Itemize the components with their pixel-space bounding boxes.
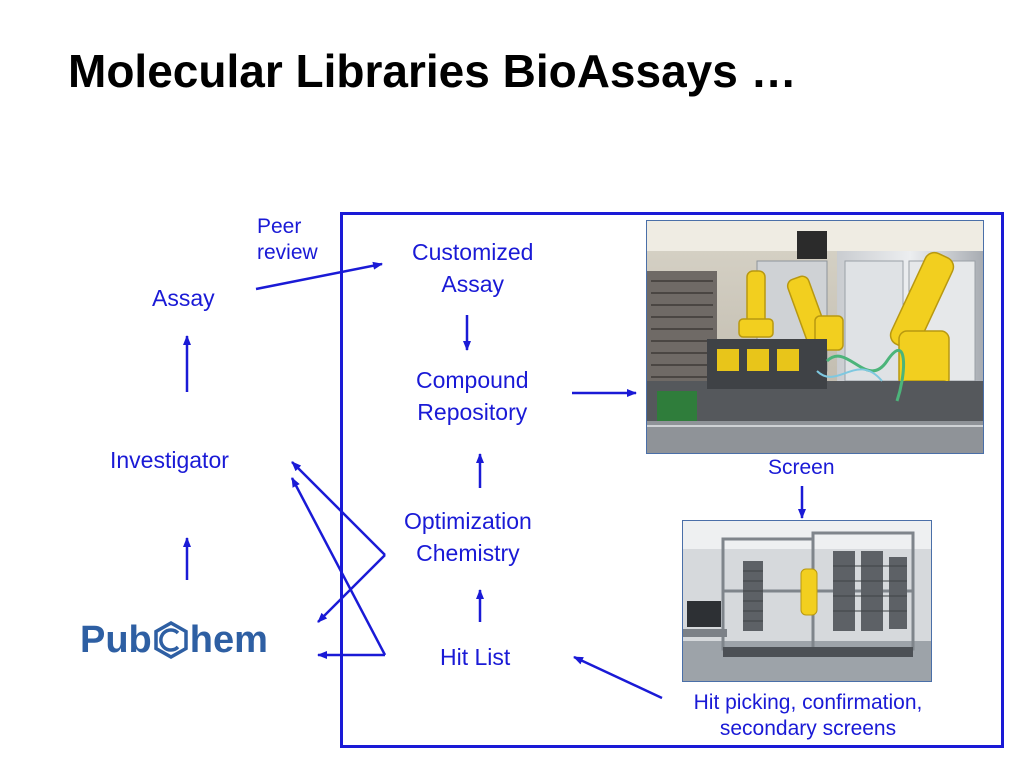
peer-review-label: Peer review bbox=[257, 214, 318, 266]
customized-assay-line-1: Customized bbox=[412, 239, 534, 265]
optimization-chemistry-node: Optimization Chemistry bbox=[404, 505, 532, 569]
screening-robot-photo bbox=[646, 220, 984, 454]
pubchem-logo-left: Pub bbox=[80, 618, 152, 661]
arrow-optimization-to-investigator bbox=[291, 461, 386, 556]
pubchem-hexagon-icon bbox=[153, 620, 189, 660]
optimization-chemistry-line-2: Chemistry bbox=[416, 540, 520, 566]
hit-list-node: Hit List bbox=[440, 644, 511, 670]
hit-picking-label: Hit picking, confirmation, secondary scr… bbox=[664, 690, 952, 742]
customized-assay-node: Customized Assay bbox=[412, 236, 533, 300]
customized-assay-line-2: Assay bbox=[441, 271, 505, 297]
pubchem-logo: Pub hem bbox=[80, 618, 268, 662]
pubchem-logo-right: hem bbox=[189, 618, 268, 661]
arrow-hitlist-to-investigator bbox=[290, 477, 387, 656]
hit-picking-line-2: secondary screens bbox=[719, 717, 897, 740]
compound-repository-node: Compound Repository bbox=[416, 364, 529, 428]
screen-label: Screen bbox=[768, 456, 835, 479]
peer-review-line-2: review bbox=[257, 241, 318, 264]
peer-review-line-1: Peer bbox=[257, 215, 302, 238]
hit-picking-line-1: Hit picking, confirmation, bbox=[693, 691, 923, 714]
compound-repository-line-1: Compound bbox=[416, 367, 529, 393]
hit-picking-station-photo bbox=[682, 520, 932, 682]
arrow-hitpicking-to-hitlist bbox=[573, 655, 663, 700]
slide-title: Molecular Libraries BioAssays … bbox=[68, 45, 797, 97]
arrow-assay-to-customized bbox=[255, 261, 383, 291]
compound-repository-line-2: Repository bbox=[417, 399, 528, 425]
investigator-node: Investigator bbox=[110, 447, 229, 473]
arrow-optimization-to-pubchem bbox=[317, 554, 386, 623]
workflow-frame bbox=[340, 212, 1004, 748]
assay-node: Assay bbox=[152, 285, 215, 311]
optimization-chemistry-line-1: Optimization bbox=[404, 508, 532, 534]
